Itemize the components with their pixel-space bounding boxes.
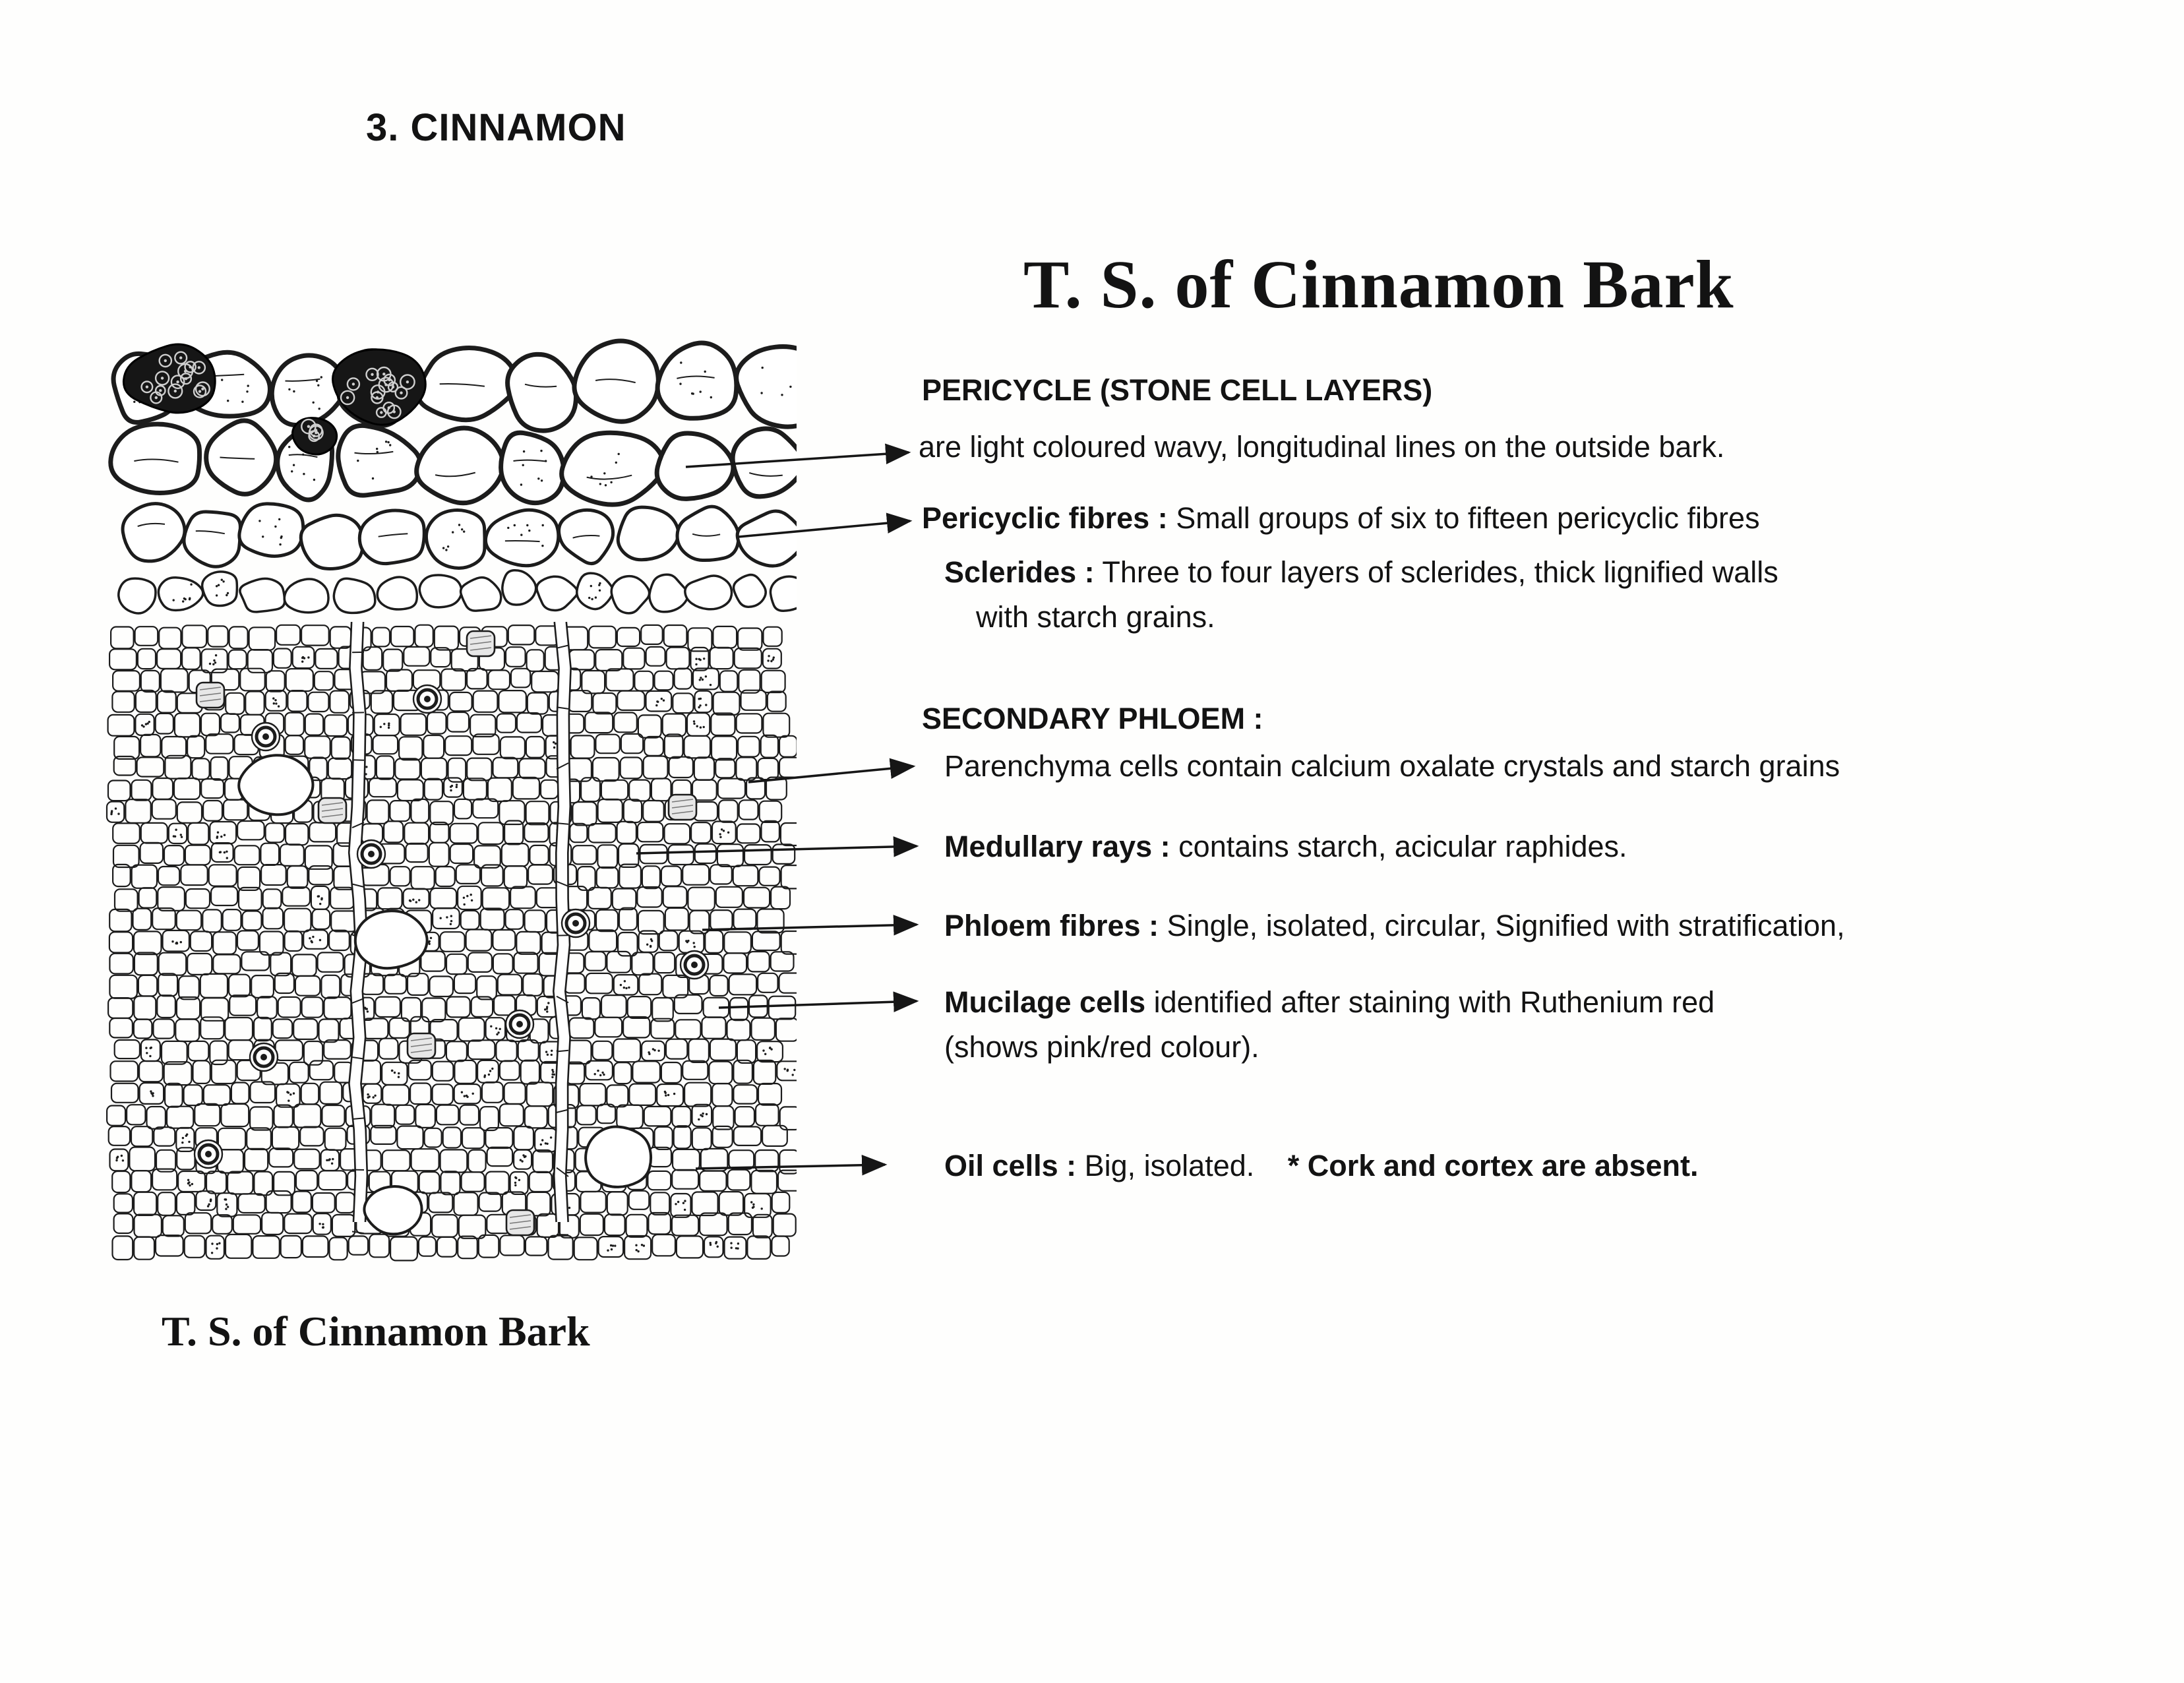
label-mucilage-cells-line2: (shows pink/red colour). (944, 1030, 1259, 1064)
section-heading: 3. CINNAMON (366, 106, 626, 149)
drawing-caption: T. S. of Cinnamon Bark (162, 1308, 590, 1355)
pericycle-heading-text: PERICYCLE (STONE CELL LAYERS) (922, 373, 1433, 407)
pericyclic-fibres-label: Pericyclic fibres : (922, 501, 1168, 535)
sclerides-description2: with starch grains. (976, 600, 1215, 634)
label-oil-cells: Oil cells : Big, isolated. * Cork and co… (944, 1149, 1699, 1183)
mucilage-cells-description: identified after staining with Ruthenium… (1153, 985, 1715, 1019)
oil-cells-label: Oil cells : (944, 1149, 1077, 1182)
label-secondary-phloem-heading: SECONDARY PHLOEM : (922, 702, 1263, 736)
label-sclerides: Sclerides : Three to four layers of scle… (944, 555, 1778, 590)
sclerides-description: Three to four layers of sclerides, thick… (1102, 555, 1778, 589)
medullary-rays-label: Medullary rays : (944, 830, 1170, 863)
label-pericyclic-fibres: Pericyclic fibres : Small groups of six … (922, 501, 1760, 536)
phloem-fibres-description: Single, isolated, circular, Signified wi… (1167, 909, 1845, 942)
bark-cross-section-svg (106, 338, 834, 1262)
bark-cross-section-drawing (98, 333, 834, 1276)
label-pericycle-description: are light coloured wavy, longitudinal li… (919, 430, 1724, 464)
pericyclic-fibres-description: Small groups of six to fifteen pericycli… (1176, 501, 1760, 535)
mucilage-cells-label: Mucilage cells (944, 985, 1146, 1019)
label-phloem-fibres: Phloem fibres : Single, isolated, circul… (944, 909, 1845, 943)
label-parenchyma: Parenchyma cells contain calcium oxalate… (944, 749, 1840, 783)
page-title: T. S. of Cinnamon Bark (1023, 247, 1734, 322)
secondary-phloem-heading-text: SECONDARY PHLOEM : (922, 702, 1263, 735)
cork-cortex-note: * Cork and cortex are absent. (1287, 1149, 1699, 1182)
phloem-fibres-label: Phloem fibres : (944, 909, 1159, 942)
parenchyma-description: Parenchyma cells contain calcium oxalate… (944, 749, 1840, 783)
label-medullary-rays: Medullary rays : contains starch, acicul… (944, 830, 1627, 864)
sclerides-label: Sclerides : (944, 555, 1095, 589)
oil-cells-description: Big, isolated. (1084, 1149, 1255, 1182)
pericycle-description-text: are light coloured wavy, longitudinal li… (919, 430, 1725, 464)
label-mucilage-cells: Mucilage cells identified after staining… (944, 985, 1714, 1020)
label-sclerides-line2: with starch grains. (976, 600, 1215, 634)
medullary-rays-description: contains starch, acicular raphides. (1178, 830, 1627, 863)
mucilage-cells-description2: (shows pink/red colour). (944, 1030, 1259, 1064)
label-pericycle-heading: PERICYCLE (STONE CELL LAYERS) (922, 373, 1432, 408)
